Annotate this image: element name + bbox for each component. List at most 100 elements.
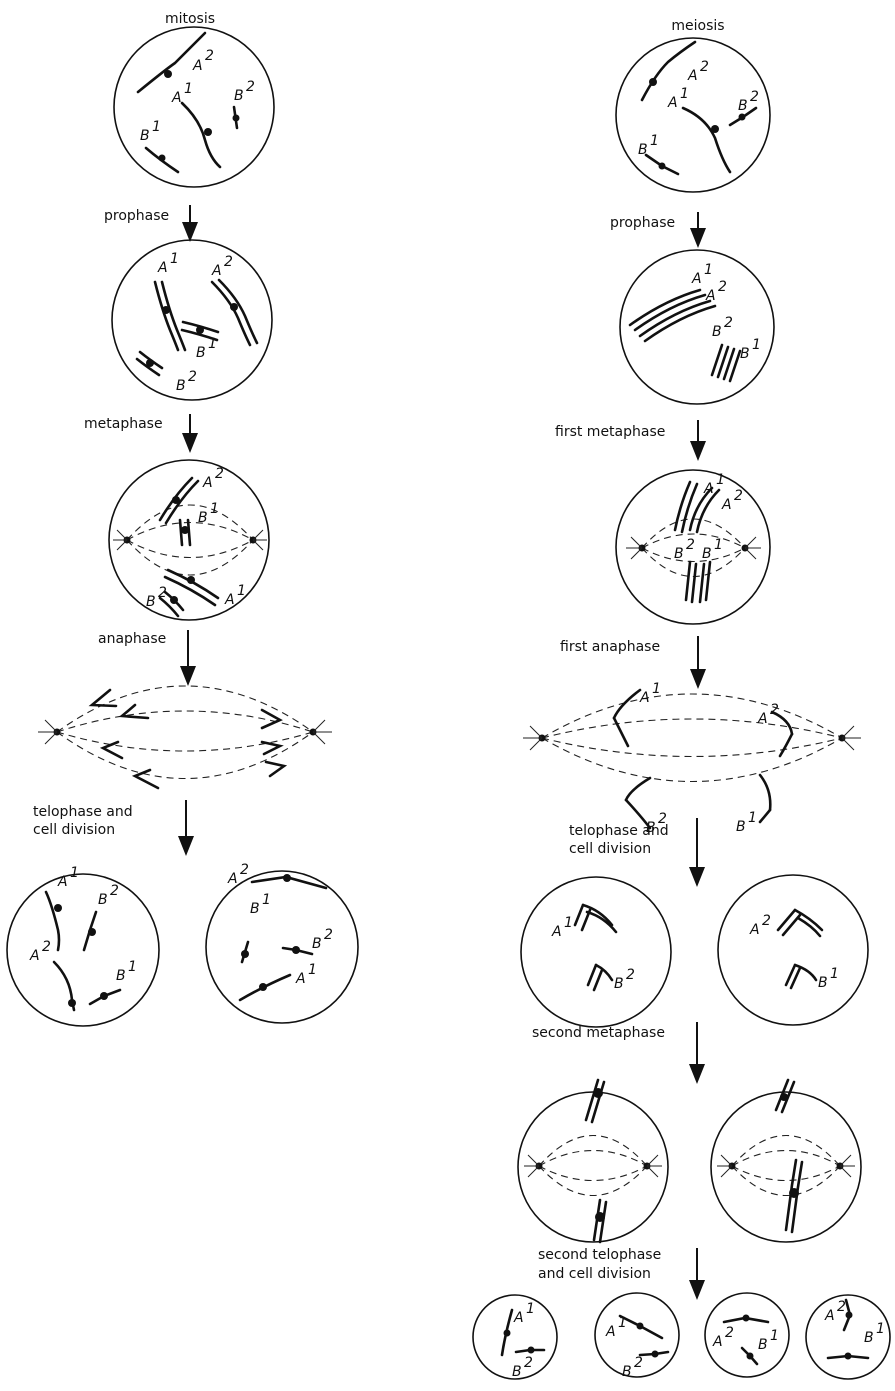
meiosis-stage-second-metaphase: second metaphase — [532, 1025, 665, 1041]
svg-text:2: 2 — [762, 913, 771, 929]
svg-text:2: 2 — [205, 48, 214, 64]
meiosis-cell-prophase: A 1 A 2 B 2 B 1 — [620, 250, 774, 404]
chrom-label-b2: B 2 — [234, 79, 255, 104]
svg-text:B: B — [638, 142, 648, 158]
chrom-label-a2: A 2 — [192, 48, 214, 74]
chrom-label-b2: B 2 — [176, 369, 197, 394]
svg-text:1: 1 — [564, 915, 573, 931]
chrom-label-a2: A 2 — [757, 702, 779, 727]
meiosis-cell-first-metaphase: A 1 A 2 B 2 B 1 — [616, 470, 770, 624]
svg-text:A: A — [667, 95, 678, 111]
meiosis-cell-second-metaphase-left — [518, 1080, 668, 1242]
svg-text:1: 1 — [128, 959, 137, 975]
svg-text:A: A — [687, 68, 698, 84]
svg-text:B: B — [622, 1364, 632, 1380]
chrom-label-b2: B 2 — [738, 89, 759, 114]
svg-text:2: 2 — [686, 537, 695, 553]
svg-text:2: 2 — [224, 254, 233, 270]
chrom-label-a2: A 2 — [712, 1325, 734, 1350]
chrom-label-a1: A 1 — [224, 583, 246, 608]
chrom-label-a2: A 2 — [705, 279, 727, 304]
svg-text:2: 2 — [724, 315, 733, 331]
chrom-label-a1: A 1 — [513, 1301, 535, 1326]
svg-text:A: A — [712, 1334, 723, 1350]
chrom-label-b1: B 1 — [198, 501, 219, 526]
svg-text:B: B — [758, 1337, 768, 1353]
svg-text:1: 1 — [704, 262, 713, 278]
svg-text:B: B — [712, 324, 722, 340]
svg-text:2: 2 — [718, 279, 727, 295]
svg-text:1: 1 — [652, 681, 661, 697]
svg-text:B: B — [614, 976, 624, 992]
svg-text:1: 1 — [170, 251, 179, 267]
svg-text:A: A — [202, 475, 213, 491]
svg-text:2: 2 — [734, 488, 743, 504]
chrom-label-a2: A 2 — [211, 254, 233, 279]
svg-text:B: B — [738, 98, 748, 114]
chrom-label-b1: B 1 — [196, 336, 217, 361]
meiosis-daughter-cell-left: A 1 B 2 — [521, 877, 671, 1027]
svg-text:A: A — [691, 271, 702, 287]
chrom-label-b2: B 2 — [712, 315, 733, 340]
chrom-label-a2: A 2 — [824, 1299, 846, 1324]
svg-text:1: 1 — [650, 133, 659, 149]
svg-text:B: B — [512, 1364, 522, 1380]
meiosis-gamete-4: A 2 B 1 — [806, 1295, 890, 1379]
svg-text:A: A — [705, 288, 716, 304]
chrom-label-a1: A 1 — [295, 962, 317, 987]
svg-text:B: B — [250, 901, 260, 917]
svg-text:2: 2 — [725, 1325, 734, 1341]
chrom-label-b1: B 1 — [864, 1321, 885, 1346]
meiosis-gamete-3: A 2 B 1 — [705, 1293, 789, 1377]
svg-text:A: A — [211, 263, 222, 279]
svg-text:A: A — [227, 871, 238, 887]
chrom-label-a2: A 2 — [202, 466, 224, 491]
chrom-label-b1: B 1 — [250, 892, 271, 917]
meiosis-stage-telophase-line1: telophase and — [569, 823, 669, 839]
chrom-label-b2: B 2 — [614, 967, 635, 992]
chrom-label-b1: B 1 — [740, 337, 761, 362]
mitosis-stage-anaphase: anaphase — [98, 631, 166, 647]
svg-text:2: 2 — [700, 59, 709, 75]
svg-text:A: A — [605, 1324, 616, 1340]
meiosis-stage-prophase: prophase — [610, 215, 675, 231]
svg-text:A: A — [171, 90, 182, 106]
svg-text:A: A — [224, 592, 235, 608]
svg-text:A: A — [639, 690, 650, 706]
svg-text:B: B — [818, 975, 828, 991]
svg-text:B: B — [864, 1330, 874, 1346]
svg-text:B: B — [176, 378, 186, 394]
mitosis-stage-metaphase: metaphase — [84, 416, 163, 432]
svg-text:2: 2 — [246, 79, 255, 95]
chrom-label-a1: A 1 — [551, 915, 573, 940]
svg-text:2: 2 — [240, 862, 249, 878]
meiosis-stage-first-anaphase: first anaphase — [560, 639, 660, 655]
chrom-label-b1: B 1 — [818, 966, 839, 991]
mitosis-daughter-cell-left: A 1 B 2 A 2 B 1 — [7, 865, 159, 1026]
mitosis-title: mitosis — [165, 11, 215, 27]
meiosis-stage-second-telophase-line2: and cell division — [538, 1266, 651, 1282]
chrom-label-b1: B 1 — [140, 119, 161, 144]
mitosis-stage-telophase-line1: telophase and — [33, 804, 133, 820]
chrom-label-a2: A 2 — [687, 59, 709, 84]
svg-text:B: B — [674, 546, 684, 562]
svg-text:1: 1 — [70, 865, 79, 881]
svg-text:B: B — [234, 88, 244, 104]
mitosis-cell-metaphase: A 2 B 1 B 2 A 1 — [109, 460, 269, 620]
svg-text:B: B — [702, 546, 712, 562]
meiosis-gamete-1: A 1 B 2 — [473, 1295, 557, 1380]
chrom-label-b2: B 2 — [146, 585, 167, 610]
meiosis-first-anaphase-spindle: A 1 A 2 B 2 B 1 — [523, 681, 861, 836]
mitosis-cell-prophase: A 1 A 2 B 1 B 2 — [112, 240, 272, 400]
meiosis-cell-second-metaphase-right — [711, 1080, 861, 1242]
svg-text:2: 2 — [634, 1355, 643, 1371]
meiosis-gamete-2: A 1 B 2 — [595, 1293, 679, 1380]
svg-text:B: B — [146, 594, 156, 610]
chrom-label-a2: A 2 — [29, 939, 51, 964]
chrom-label-a2: A 2 — [721, 488, 743, 513]
mitosis-stage-prophase: prophase — [104, 208, 169, 224]
chrom-label-a1: A 1 — [703, 472, 725, 497]
mitosis-cell-interphase: A 2 A 1 B 2 B 1 — [114, 27, 274, 187]
svg-text:1: 1 — [618, 1315, 627, 1331]
chrom-label-a1: A 1 — [157, 251, 179, 276]
